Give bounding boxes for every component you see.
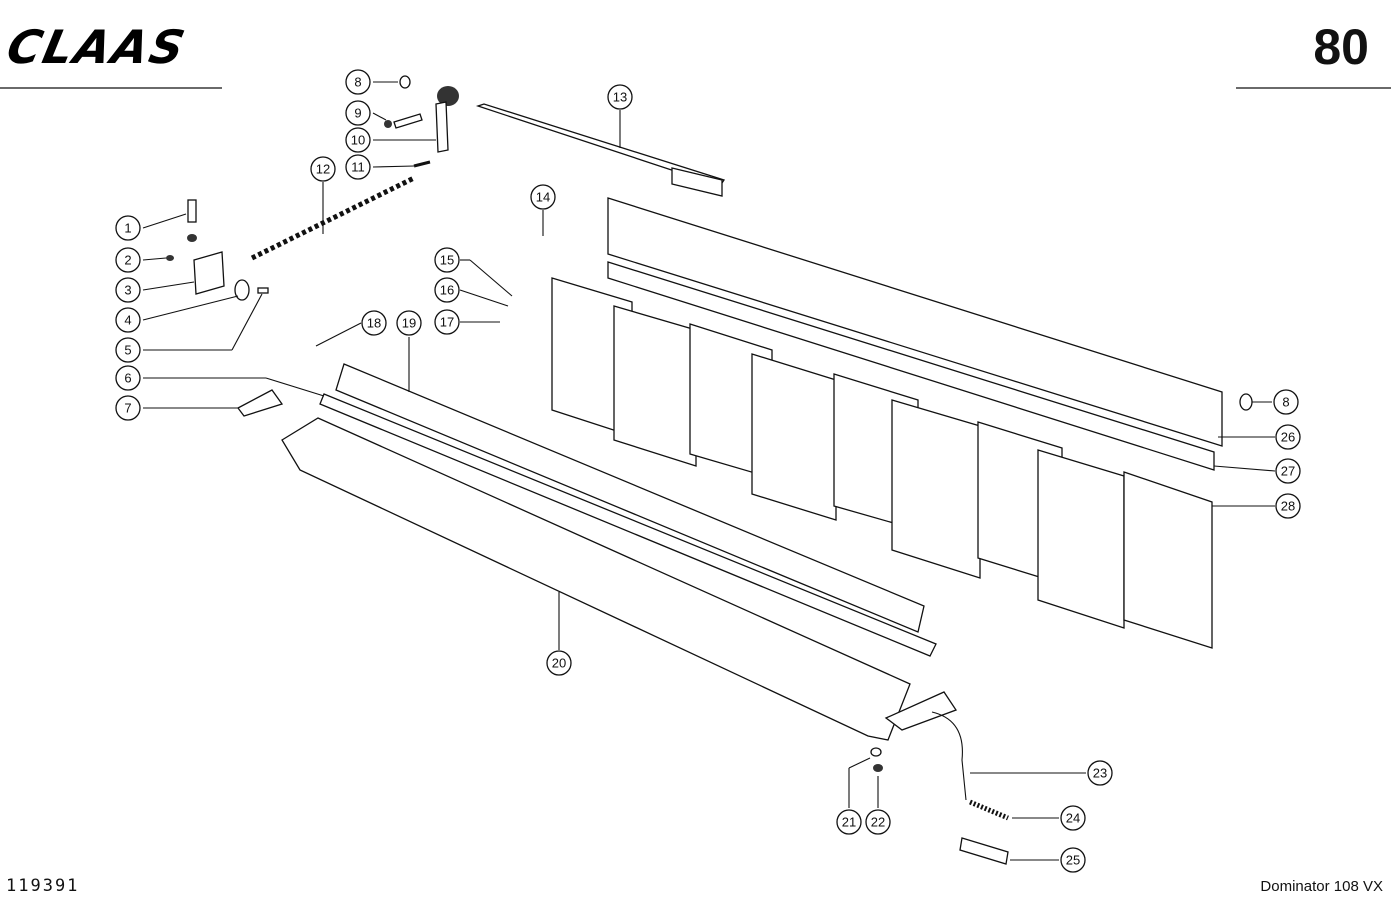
callout-1: 1 [115,215,141,241]
callout-25: 25 [1060,847,1086,873]
svg-text:7: 7 [124,401,131,416]
part-19-rubber-strip [335,363,925,633]
leader-lines [142,81,1276,861]
svg-text:2: 2 [124,253,131,268]
svg-text:22: 22 [871,815,885,830]
callout-2: 2 [115,247,141,273]
callout-16: 16 [434,277,460,303]
callout-9: 9 [345,100,371,126]
parts-21-22-fasteners [870,747,883,772]
callout-23: 23 [1087,760,1113,786]
callout-22: 22 [865,809,891,835]
svg-text:9: 9 [354,106,361,121]
machine-model: Dominator 108 VX [1260,878,1383,895]
part-7-bracket [237,389,284,417]
callout-12: 12 [310,156,336,182]
svg-text:25: 25 [1066,853,1080,868]
svg-text:16: 16 [440,283,454,298]
page-number: 80 [1313,19,1369,75]
part-8-washer-right [1239,393,1253,411]
svg-text:1: 1 [124,221,131,236]
callout-3: 3 [115,277,141,303]
svg-text:21: 21 [842,815,856,830]
callout-11: 11 [345,154,371,180]
parts-23-25-lever [884,691,1009,865]
parts-8-11-hinge [384,75,459,168]
svg-text:13: 13 [613,90,627,105]
callout-28: 28 [1275,493,1301,519]
svg-text:23: 23 [1093,766,1107,781]
svg-text:4: 4 [124,313,131,328]
svg-text:8: 8 [354,75,361,90]
callout-8-right: 8 [1273,389,1299,415]
svg-text:20: 20 [552,656,566,671]
part-27-strip [607,261,1215,471]
callout-18: 18 [361,310,387,336]
svg-text:26: 26 [1281,430,1295,445]
callout-8: 8 [345,69,371,95]
part-28-curtain-panels [551,277,1213,649]
callout-20: 20 [546,650,572,676]
part-20-cover [281,417,911,741]
svg-text:27: 27 [1281,464,1295,479]
svg-text:24: 24 [1066,811,1080,826]
svg-text:12: 12 [316,162,330,177]
svg-text:19: 19 [402,316,416,331]
callout-7: 7 [115,395,141,421]
part-6-rail [319,393,937,657]
part-13-rod [475,103,726,197]
callout-17: 17 [434,309,460,335]
callout-26: 26 [1275,424,1301,450]
callout-10: 10 [345,127,371,153]
callout-13: 13 [607,84,633,110]
svg-text:8: 8 [1282,395,1289,410]
callout-24: 24 [1060,805,1086,831]
callout-19: 19 [396,310,422,336]
callout-21: 21 [836,809,862,835]
svg-text:18: 18 [367,316,381,331]
callout-4: 4 [115,307,141,333]
callout-14: 14 [530,184,556,210]
callout-6: 6 [115,365,141,391]
svg-text:10: 10 [351,133,365,148]
parts-1-5-bracket [166,199,269,301]
svg-text:15: 15 [440,253,454,268]
part-26-strip [607,197,1223,447]
svg-text:14: 14 [536,190,550,205]
svg-text:3: 3 [124,283,131,298]
part-12-chain [250,175,416,261]
svg-text:17: 17 [440,315,454,330]
svg-text:11: 11 [351,160,365,175]
svg-text:5: 5 [124,343,131,358]
callout-27: 27 [1275,458,1301,484]
svg-text:28: 28 [1281,499,1295,514]
document-number: 119391 [6,876,80,896]
svg-text:6: 6 [124,371,131,386]
callout-5: 5 [115,337,141,363]
callout-15: 15 [434,247,460,273]
